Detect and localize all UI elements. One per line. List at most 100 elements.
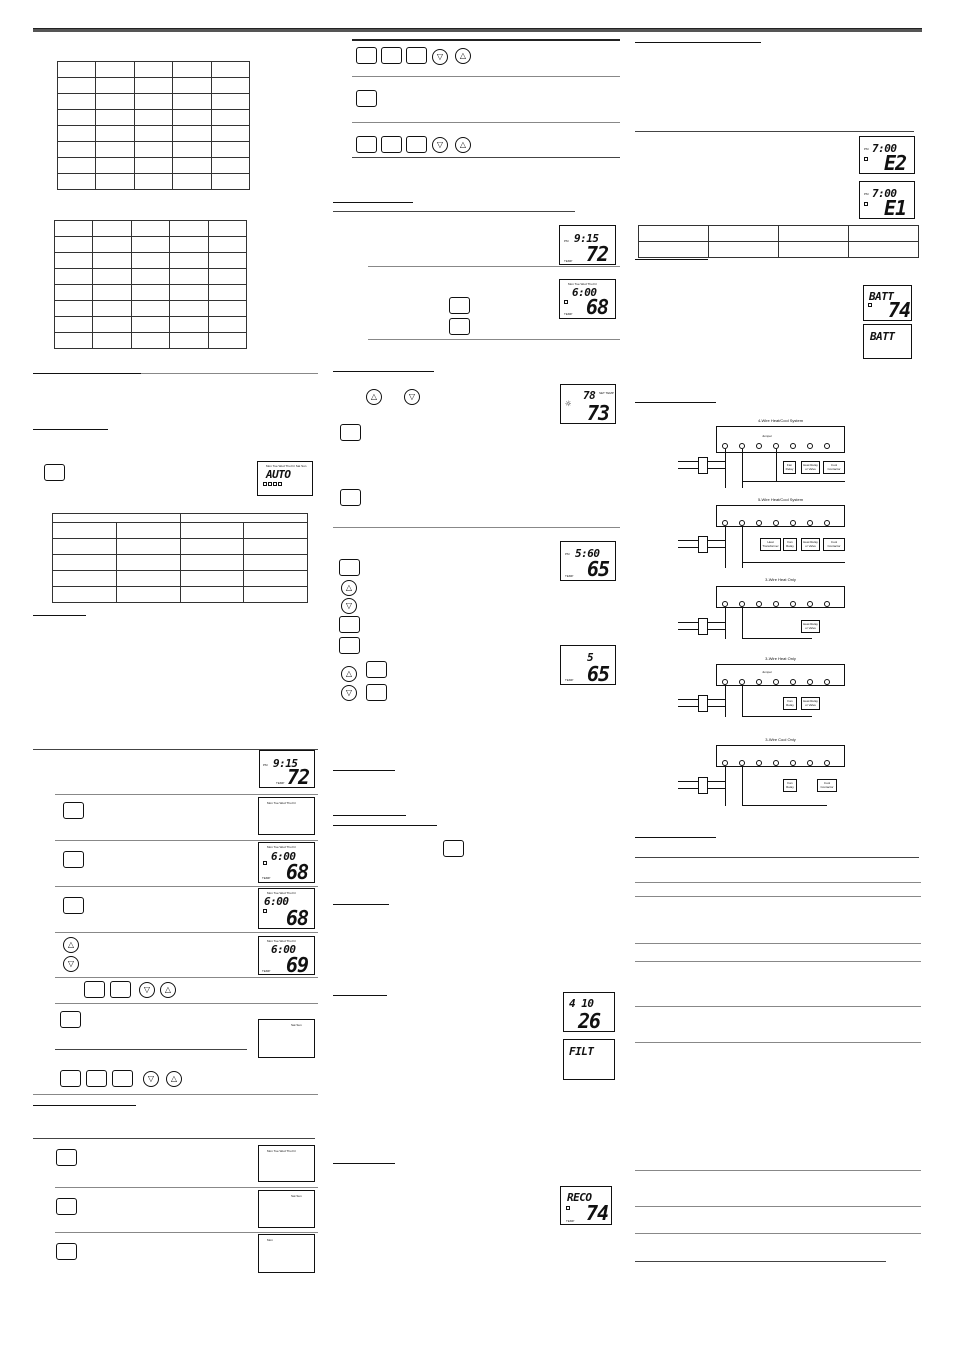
wire (742, 638, 812, 639)
divider (55, 1232, 318, 1233)
down-button[interactable]: ▽ (341, 685, 357, 701)
terminal (773, 760, 779, 766)
terminal (722, 760, 728, 766)
relay-box: Cool Contactor (823, 461, 845, 474)
lcd-time: 7:00 (872, 187, 897, 200)
jumper-label: Jumper (762, 434, 773, 438)
program-button[interactable] (63, 802, 84, 819)
button[interactable] (449, 297, 470, 314)
program-button[interactable] (60, 1011, 81, 1028)
up-button[interactable]: △ (366, 389, 382, 405)
up-button[interactable]: △ (166, 1071, 182, 1087)
button[interactable] (339, 616, 360, 633)
divider (55, 886, 318, 887)
transformer (698, 777, 708, 794)
terminal (773, 601, 779, 607)
program-button[interactable] (63, 897, 84, 914)
button[interactable] (339, 559, 360, 576)
lcd-label: TEMP (262, 969, 271, 973)
button[interactable] (340, 489, 361, 506)
lcd-segment (278, 482, 282, 486)
button[interactable] (356, 136, 377, 153)
up-button[interactable]: △ (455, 48, 471, 64)
lcd-days: Mon Tue Wed Thu Fri (267, 939, 296, 943)
down-button[interactable]: ▽ (404, 389, 420, 405)
button[interactable] (366, 684, 387, 701)
terminal (807, 679, 813, 685)
wire (725, 449, 726, 488)
up-button[interactable]: △ (341, 666, 357, 682)
lcd-label: TEMP (565, 574, 574, 578)
program-button[interactable] (56, 1149, 77, 1166)
lcd-pm: PM (263, 763, 268, 767)
relay-box: Heat Relay or Valve (801, 620, 820, 633)
relay-box: Heat Relay or Valve (801, 538, 820, 551)
program-button[interactable] (63, 851, 84, 868)
terminal (807, 760, 813, 766)
up-button[interactable]: △ (63, 937, 79, 953)
relay-box: Fan Relay (783, 538, 797, 551)
mode-button[interactable] (44, 464, 65, 481)
divider (55, 1049, 247, 1050)
button[interactable] (443, 840, 464, 857)
lcd-error: E1 (884, 196, 907, 220)
terminal (722, 520, 728, 526)
down-button[interactable]: ▽ (143, 1071, 159, 1087)
lcd-label: TEMP (566, 1219, 575, 1223)
lcd-temp: 72 (287, 765, 310, 789)
button[interactable] (86, 1070, 107, 1087)
program-button[interactable] (56, 1243, 77, 1260)
terminal (824, 443, 830, 449)
up-button[interactable]: △ (160, 982, 176, 998)
down-button[interactable]: ▽ (63, 956, 79, 972)
button[interactable] (84, 981, 105, 998)
down-button[interactable]: ▽ (341, 598, 357, 614)
divider (635, 1206, 921, 1207)
down-button[interactable]: ▽ (432, 137, 448, 153)
lcd-display-600: Mon Tue Wed Thu Fri 6:00 TEMP 69 (258, 936, 315, 977)
lcd-segment (263, 861, 267, 865)
wire (742, 481, 845, 482)
lcd-temp: 65 (587, 557, 610, 581)
diagram-title: 3-Wire Heat Only (765, 656, 796, 661)
jumper-label: Jumper (762, 670, 773, 674)
lcd-time: 5:60 (575, 547, 600, 560)
down-button[interactable]: ▽ (139, 982, 155, 998)
section-heading-rule (333, 815, 406, 816)
divider (333, 211, 575, 212)
button[interactable] (449, 318, 470, 335)
button[interactable] (340, 424, 361, 441)
section-heading-rule (635, 42, 761, 43)
wire (725, 607, 726, 639)
up-button[interactable]: △ (455, 137, 471, 153)
button[interactable] (406, 136, 427, 153)
divider (33, 1138, 315, 1139)
button[interactable] (356, 90, 377, 107)
lcd-display-915: PM 9:15 TEMP 72 (259, 750, 315, 789)
sun-icon: ☼ (565, 399, 572, 410)
button[interactable] (60, 1070, 81, 1087)
program-button[interactable] (56, 1198, 77, 1215)
button[interactable] (339, 637, 360, 654)
button[interactable] (112, 1070, 133, 1087)
header-rule (33, 28, 922, 32)
lcd-segment (868, 303, 872, 307)
wire (742, 766, 743, 806)
lcd-pm: PM (564, 239, 569, 243)
button[interactable] (381, 47, 402, 64)
down-button[interactable]: ▽ (432, 49, 448, 65)
lcd-batt-text: BATT (870, 330, 895, 343)
button[interactable] (406, 47, 427, 64)
button[interactable] (366, 661, 387, 678)
terminal (807, 520, 813, 526)
up-button[interactable]: △ (341, 580, 357, 596)
section-heading-rule (333, 371, 434, 372)
button[interactable] (356, 47, 377, 64)
schedule-table-1 (56, 61, 251, 190)
relay-box: Cool Contactor (823, 538, 845, 551)
lcd-display-days: Sat Sun (258, 1190, 315, 1228)
button[interactable] (110, 981, 131, 998)
transformer (698, 695, 708, 712)
lcd-label: TEMP (564, 312, 573, 316)
button[interactable] (381, 136, 402, 153)
